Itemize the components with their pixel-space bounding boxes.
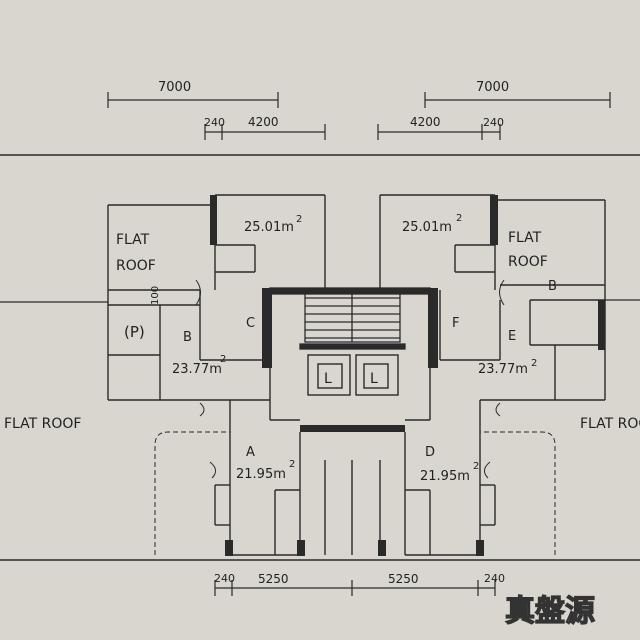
unit-d-label: D — [425, 445, 435, 460]
bay-label-right: B — [548, 279, 557, 294]
right-wing-solid-walls-2 — [428, 288, 438, 368]
dim-bottom-left-room: 5250 — [258, 572, 289, 586]
flat-roof-left-roof: ROOF — [116, 258, 156, 274]
lower-wing-solid-3 — [378, 540, 386, 556]
dim-top-left-span: 7000 — [158, 80, 191, 95]
top-dimension-lines — [0, 92, 640, 156]
right-wing-solid-walls-3 — [598, 300, 605, 350]
lobby-wall-top — [300, 425, 405, 432]
area-a-value: 21.95m — [236, 467, 286, 482]
area-b-sq: 2 — [220, 354, 226, 365]
flat-roof-left-flat: FLAT — [116, 232, 150, 248]
dim-top-left-room: 4200 — [248, 115, 279, 129]
lift-1-label: L — [324, 371, 332, 387]
door-swing-right-lower — [495, 402, 501, 417]
lower-wing-walls — [214, 400, 496, 556]
stair-core — [269, 287, 431, 350]
area-e-sq: 2 — [531, 358, 537, 369]
lower-wing-solid-2 — [297, 540, 305, 556]
dim-top-right-span: 7000 — [476, 80, 509, 95]
door-swing-left-lower — [199, 402, 205, 417]
lift-2-label: L — [370, 371, 378, 387]
dim-top-left-wall: 240 — [204, 116, 225, 129]
area-c-sq: 2 — [296, 214, 302, 225]
area-f-sq: 2 — [456, 213, 462, 224]
balcony-outlines — [154, 431, 556, 555]
left-wing-solid-walls — [210, 195, 217, 245]
flat-roof-right-side: FLAT ROOF — [580, 416, 640, 432]
area-d-value: 21.95m — [420, 469, 470, 484]
area-a-sq: 2 — [289, 459, 295, 470]
door-swing-a — [209, 461, 216, 479]
door-swing-e — [499, 279, 505, 306]
bottom-dimension-lines — [0, 559, 640, 596]
lower-wing-solid-1 — [225, 540, 233, 556]
watermark-text: 真盤源 — [505, 594, 595, 629]
unit-f-label: F — [452, 316, 459, 331]
door-swing-d — [484, 461, 491, 479]
dim-bottom-left-wall: 240 — [214, 572, 235, 585]
left-wing-solid-walls-2 — [262, 288, 272, 368]
side-mark-left: 100 — [150, 286, 161, 305]
area-d-sq: 2 — [473, 461, 479, 472]
flat-roof-right-roof: ROOF — [508, 254, 548, 270]
dim-top-right-room: 4200 — [410, 115, 441, 129]
bay-label: B — [183, 330, 192, 345]
lift-shafts — [307, 354, 399, 396]
lower-wing-solid-4 — [476, 540, 484, 556]
flat-roof-lines — [0, 299, 640, 303]
right-wing-solid-walls — [490, 195, 498, 245]
area-f-value: 25.01m — [402, 220, 452, 235]
door-swing-b — [195, 279, 201, 306]
flat-roof-right-flat: FLAT — [508, 230, 542, 246]
dim-top-right-wall: 240 — [483, 116, 504, 129]
dim-bottom-right-wall: 240 — [484, 572, 505, 585]
area-c-value: 25.01m — [244, 220, 294, 235]
unit-a-label: A — [246, 445, 255, 460]
pipe-label: (P) — [124, 323, 145, 341]
area-b-value: 23.77m — [172, 362, 222, 377]
unit-e-label: E — [508, 329, 516, 344]
unit-c-label: C — [246, 316, 255, 331]
flat-roof-left-side: FLAT ROOF — [4, 416, 82, 432]
dim-bottom-right-room: 5250 — [388, 572, 419, 586]
area-e-value: 23.77m — [478, 362, 528, 377]
